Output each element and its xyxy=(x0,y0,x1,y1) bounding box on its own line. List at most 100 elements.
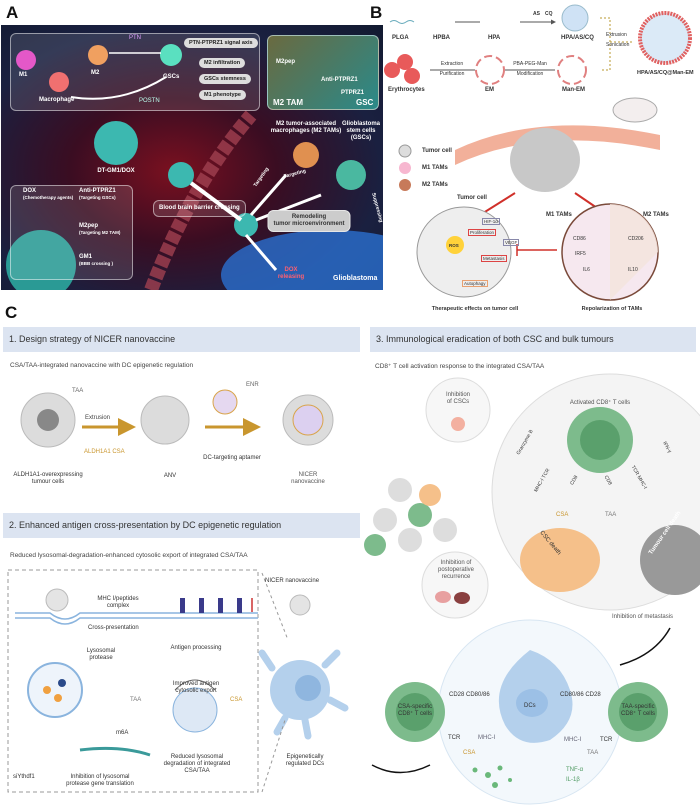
component-anti-ptprz1: Anti-PTPRZ1(Targeting GSCs) xyxy=(79,188,116,200)
effect-gscs-stemness: GSCs stemness xyxy=(199,74,251,84)
s3-tcr-left: TCR xyxy=(448,735,461,741)
inset-gsc: GSC xyxy=(356,98,374,107)
cq-label: CQ xyxy=(545,11,553,17)
cd86-label: CD86 xyxy=(573,236,586,242)
s3-mhci-right: MHC-I xyxy=(564,737,582,743)
ros-label: ROS xyxy=(449,243,459,248)
em-label: EM xyxy=(485,87,494,93)
legend-m2-tams: M2 TAMs xyxy=(422,182,448,188)
bbb-crossing-label: Blood brain barrier crossing xyxy=(153,200,246,217)
hpba-label: HPBA xyxy=(433,35,451,41)
component-gm1: GM1(BBB crossing ) xyxy=(79,254,114,266)
m2-tams-label: M2 TAMs xyxy=(643,212,669,218)
glioblastoma-tissue xyxy=(221,230,383,290)
s3-metastasis-label: Inhibition of metastasis xyxy=(612,614,674,620)
s3-mhci-left: MHC-I xyxy=(478,735,496,741)
il10-label: IL10 xyxy=(628,267,638,273)
panel-label-c: C xyxy=(5,303,18,322)
hif-label: HIF-1α xyxy=(482,218,500,226)
as-label: AS xyxy=(533,11,540,17)
m1-tams-label: M1 TAMs xyxy=(546,212,572,218)
dt-gm1-dox-label: DT-GM1/DOX xyxy=(97,168,135,174)
il6-label: IL6 xyxy=(583,267,590,273)
component-m2pep: M2pep(Targeting M2 TAM) xyxy=(79,223,121,235)
macrophage-label: Macrophage xyxy=(39,97,75,103)
mechanism-cells xyxy=(16,44,182,100)
panel-label-a: A xyxy=(6,3,19,22)
s3-activated-label: Activated CD8⁺ T cells xyxy=(569,400,631,406)
vegf-label: VEGF xyxy=(503,239,520,247)
nanoparticle-closeup xyxy=(6,230,76,290)
inset-anti-ptprz1: Anti-PTPRZ1 xyxy=(321,77,358,83)
extraction-label: Extraction xyxy=(440,61,464,67)
section-3-subtitle: CD8⁺ T cell activation response to the i… xyxy=(375,363,545,370)
pba-peg-man-label: PBA-PEG-Man xyxy=(513,61,547,67)
section-2-header: 2. Enhanced antigen cross-presentation b… xyxy=(3,513,360,538)
section-3-header: 3. Immunological eradication of both CSC… xyxy=(370,327,696,352)
s2-csa-label: CSA xyxy=(230,697,243,703)
gscs-label: GSCs xyxy=(163,74,180,80)
s3-taa-bottom: TAA xyxy=(587,750,599,756)
legend-m1-tams: M1 TAMs xyxy=(422,165,448,171)
metastasis-label: Metastasis xyxy=(481,255,507,263)
cd206-label: CD206 xyxy=(628,236,644,242)
targeting-arrows xyxy=(244,174,322,271)
s3-tcr-right: TCR xyxy=(600,737,613,743)
modification-label: Modification xyxy=(516,71,544,77)
s2-antigen-processing: Antigen processing xyxy=(170,645,222,651)
purification-label: Purification xyxy=(439,71,465,77)
hpa-as-cq-label: HPA/AS/CQ xyxy=(561,35,594,41)
s3-cd28-left: CD28 CD80/86 xyxy=(449,692,490,698)
sonication-label: Sonication xyxy=(606,42,630,48)
ptn-label: PTN xyxy=(129,35,141,41)
s2-cross-presentation: Cross-presentation xyxy=(88,625,139,631)
postn-label: POSTN xyxy=(139,98,160,104)
gsc-cell xyxy=(336,160,366,190)
plga-label: PLGA xyxy=(392,35,409,41)
component-dox: DOX(Chemotherapy agents) xyxy=(23,188,74,200)
s1-enr-label: ENR xyxy=(246,382,259,388)
s1-taa-label: TAA xyxy=(72,388,84,394)
s1-anv-label: ANV xyxy=(163,473,177,479)
bbb-wall xyxy=(144,110,257,290)
s2-siythdf1-label: siYthdf1 xyxy=(13,774,35,780)
s1-extrusion-label: Extrusion xyxy=(85,415,111,421)
components-inset xyxy=(10,185,133,280)
hpa-label: HPA xyxy=(488,35,501,41)
s3-il1-label: IL-1β xyxy=(566,777,580,783)
s3-taa-label: TAA xyxy=(605,512,617,518)
arrow xyxy=(189,181,243,222)
final-product-label: HPA/AS/CQ@Man-EM xyxy=(637,70,694,76)
glioblastoma-label: Glioblastoma xyxy=(333,275,378,282)
caption-repolarization: Repolarization of TAMs xyxy=(581,306,643,312)
panel-a-graphics xyxy=(6,110,383,290)
m2tam-inset xyxy=(267,35,379,110)
nanoparticle-small xyxy=(168,162,194,188)
erythrocytes-label: Erythrocytes xyxy=(388,87,425,93)
signal-axis-label: PTN-PTPRZ1 signal axis xyxy=(184,38,258,48)
s3-cd28-right: CD80/86 CD28 xyxy=(560,692,601,698)
m2-label: M2 xyxy=(91,70,100,76)
m1-label: M1 xyxy=(19,72,28,78)
inset-m2-tam: M2 TAM xyxy=(273,98,304,107)
effect-m2-infiltration: M2 infiltration xyxy=(199,58,246,68)
inset-m2pep: M2pep xyxy=(276,59,296,65)
section-1-subtitle: CSA/TAA-integrated nanovaccine with DC e… xyxy=(10,362,194,369)
s3-csa-label: CSA xyxy=(556,512,569,518)
proliferation-label: Proliferation xyxy=(468,229,497,237)
m2-tam-cell xyxy=(293,142,319,168)
autophagy-label: Autophagy xyxy=(462,280,488,288)
s3-csa-bottom: CSA xyxy=(463,750,476,756)
s2-nicer-label: NICER nanovaccine xyxy=(265,578,320,584)
